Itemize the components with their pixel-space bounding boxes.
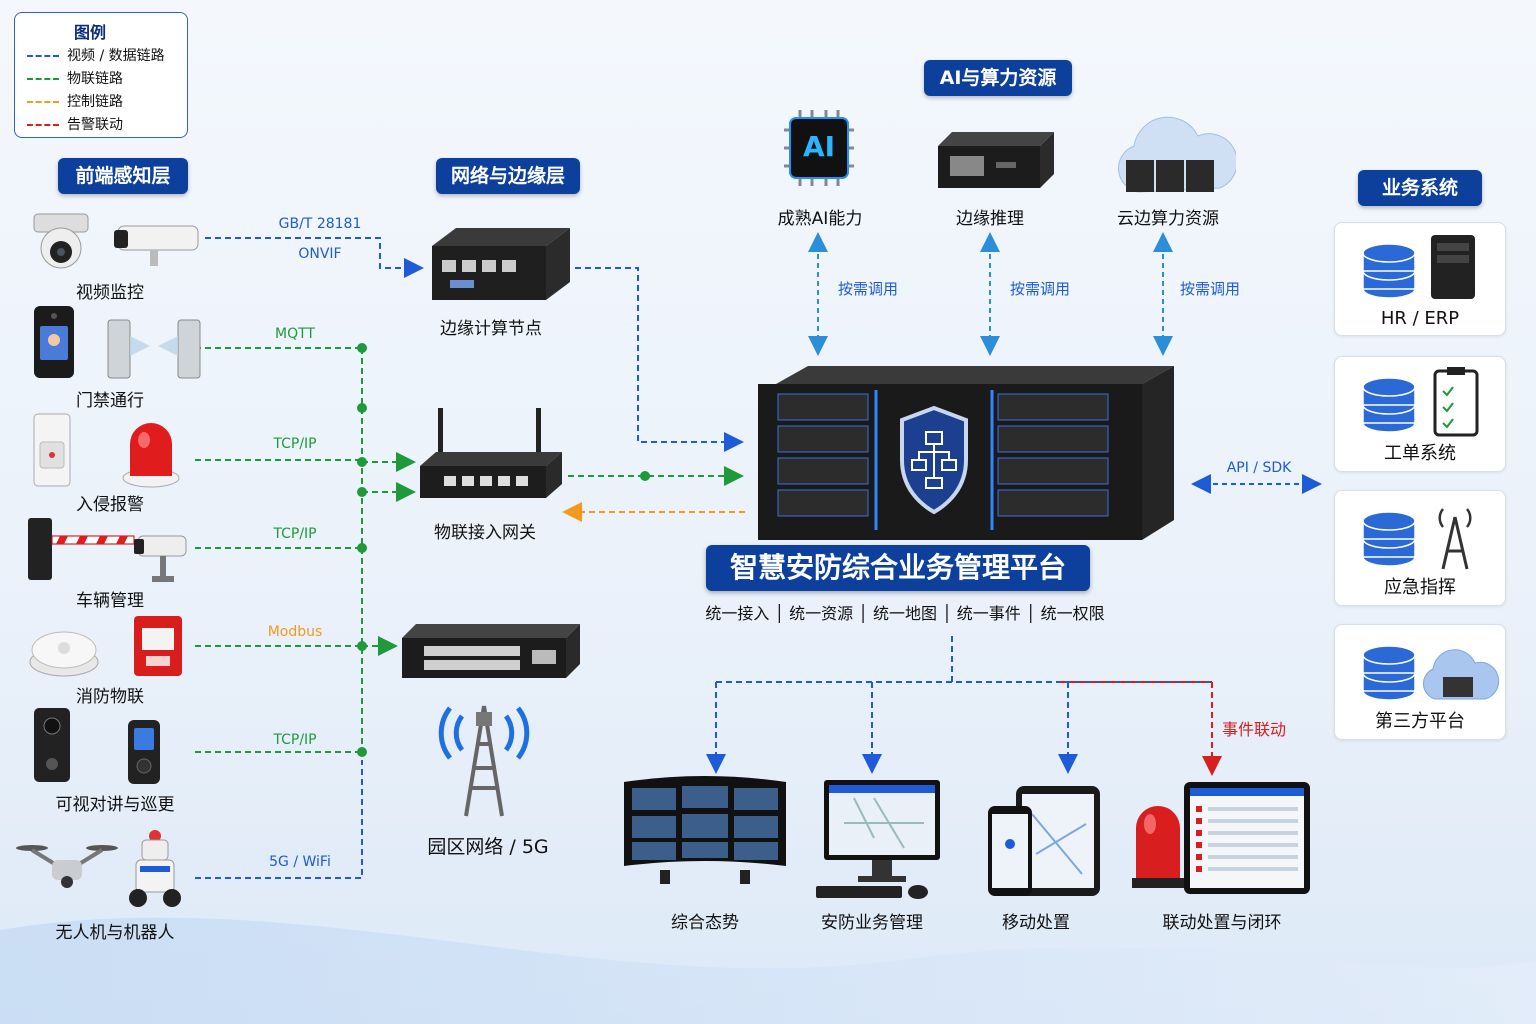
device-intercom-label: 可视对讲与巡更 xyxy=(55,795,175,815)
edge-node-icon xyxy=(420,220,576,306)
app-security-label: 安防业务管理 xyxy=(821,913,923,933)
iot-gateway-label: 物联接入网关 xyxy=(434,523,536,543)
layer-network: 网络与边缘层 xyxy=(436,158,580,194)
protocol-modbus: Modbus xyxy=(267,624,323,640)
business-card-hr[interactable]: HR / ERP xyxy=(1334,222,1506,336)
legend-item-alarm: 告警联动 xyxy=(27,114,123,134)
alarm-siren-icon xyxy=(120,414,182,488)
mobile-devices-icon xyxy=(986,784,1102,900)
business-card-workorder[interactable]: 工单系统 xyxy=(1334,356,1506,472)
business-label-hr: HR / ERP xyxy=(1380,308,1460,329)
switch-icon xyxy=(398,620,584,682)
video-wall-icon xyxy=(620,770,790,890)
cloud-icon xyxy=(1362,645,1500,701)
platform-title: 智慧安防综合业务管理平台 xyxy=(706,545,1090,591)
layer-business: 业务系统 xyxy=(1358,170,1482,206)
smoke-detector-icon xyxy=(28,622,100,680)
legend-item-video: 视频 / 数据链路 xyxy=(27,45,165,65)
dome-camera-icon xyxy=(30,210,92,272)
legend-title: 图例 xyxy=(73,23,106,42)
device-intrusion-label: 入侵报警 xyxy=(76,495,144,515)
protocol-tcp-1: TCP/IP xyxy=(273,436,317,452)
desktop-monitor-icon xyxy=(814,778,944,902)
layer-ai: AI与算力资源 xyxy=(924,60,1072,96)
protocol-tcp-2: TCP/IP xyxy=(273,526,317,542)
drone-icon xyxy=(14,836,120,900)
cloud-server-icon xyxy=(1110,112,1236,198)
device-access-label: 门禁通行 xyxy=(76,391,144,411)
device-drone-label: 无人机与机器人 xyxy=(55,923,175,943)
on-demand-label-2: 按需调用 xyxy=(1009,280,1070,298)
legend-item-control: 控制链路 xyxy=(27,91,123,111)
api-sdk-label: API / SDK xyxy=(1226,460,1292,476)
business-label-emergency: 应急指挥 xyxy=(1384,577,1456,598)
app-situation-label: 综合态势 xyxy=(671,913,739,933)
business-card-emergency[interactable]: 应急指挥 xyxy=(1334,490,1506,606)
layer-front: 前端感知层 xyxy=(58,158,188,194)
iot-gateway-icon xyxy=(414,404,566,504)
bullet-camera-icon xyxy=(110,220,202,270)
ai-edge-infer-label: 边缘推理 xyxy=(956,209,1024,229)
edge-node-label: 边缘计算节点 xyxy=(440,319,542,339)
clipboard-icon xyxy=(1362,367,1479,437)
app-linkage-label: 联动处置与闭环 xyxy=(1162,913,1282,933)
protocol-tcp-3: TCP/IP xyxy=(273,732,317,748)
device-video-label: 视频监控 xyxy=(76,283,144,303)
vehicle-camera-icon xyxy=(132,530,190,584)
on-demand-label-3: 按需调用 xyxy=(1179,280,1240,298)
business-card-thirdparty[interactable]: 第三方平台 xyxy=(1334,624,1506,740)
app-mobile-label: 移动处置 xyxy=(1002,913,1070,933)
legend: 图例 视频 / 数据链路 物联链路 控制链路 告警联动 xyxy=(14,12,188,138)
protocol-5g: 5G / WiFi xyxy=(269,854,331,870)
protocol-onvif: ONVIF xyxy=(298,246,342,262)
patrol-device-icon xyxy=(126,714,162,786)
turnstile-icon xyxy=(106,316,202,380)
antenna-icon xyxy=(1362,508,1472,570)
robot-icon xyxy=(122,826,188,910)
business-label-thirdparty: 第三方平台 xyxy=(1375,711,1465,732)
legend-item-iot: 物联链路 xyxy=(27,68,123,88)
campus-network-label: 园区网络 / 5G xyxy=(427,836,549,858)
ai-mature-label: 成熟AI能力 xyxy=(777,209,863,229)
protocol-gbt: GB/T 28181 xyxy=(278,216,362,232)
fire-alarm-button-icon xyxy=(132,614,184,678)
protocol-mqtt: MQTT xyxy=(275,326,315,342)
barrier-gate-icon xyxy=(26,514,136,582)
door-intercom-icon xyxy=(32,706,72,784)
platform-subtitle: 统一接入 │ 统一资源 │ 统一地图 │ 统一事件 │ 统一权限 xyxy=(705,604,1105,623)
ai-chip-icon: AI xyxy=(782,108,856,188)
business-label-workorder: 工单系统 xyxy=(1384,443,1456,464)
platform-server-icon xyxy=(748,360,1178,544)
access-terminal-icon xyxy=(32,304,76,380)
device-vehicle-label: 车辆管理 xyxy=(76,591,144,611)
linkage-tablet-icon xyxy=(1130,780,1312,896)
motion-sensor-icon xyxy=(30,412,74,488)
ai-cloud-label: 云边算力资源 xyxy=(1117,209,1219,229)
database-icon xyxy=(1362,235,1475,299)
cell-tower-icon xyxy=(436,688,532,820)
device-fire-label: 消防物联 xyxy=(76,687,144,707)
edge-inference-box-icon xyxy=(936,130,1056,192)
ai-chip-text: AI xyxy=(802,130,836,163)
event-linkage-label: 事件联动 xyxy=(1222,720,1287,739)
on-demand-label-1: 按需调用 xyxy=(837,280,898,298)
